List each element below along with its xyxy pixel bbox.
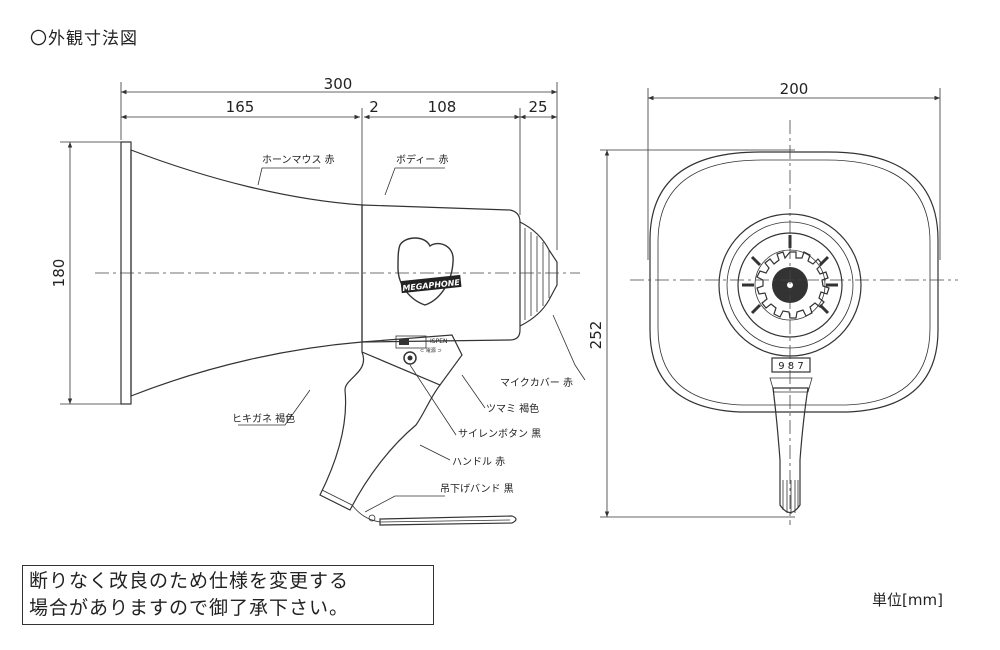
callout-horn-mouth: ホーンマウス 赤 (262, 154, 335, 166)
switch-label-top: ISPEN (430, 338, 447, 345)
callout-trigger: ヒキガネ 褐色 (232, 412, 295, 425)
mic-cover (519, 221, 558, 327)
page-title: 〇外観寸法図 (30, 29, 138, 49)
dim-horn-length: 165 (226, 98, 255, 116)
handle-grip (319, 351, 441, 511)
notice-line-2: 場合がありますので御了承下さい。 (29, 597, 350, 619)
dim-gap: 2 (369, 98, 379, 116)
dim-total-length: 300 (324, 75, 353, 93)
dim-mic-cover-length: 25 (528, 98, 547, 116)
notice-line-1: 断りなく改良のため仕様を変更する (29, 570, 350, 592)
front-display-text: 9 8 7 (778, 361, 803, 372)
leader-lines (238, 167, 586, 513)
brand-logo: MEGAPHONE (397, 237, 462, 306)
hanging-strap (351, 504, 511, 523)
dim-width: 200 (780, 80, 809, 98)
side-view: 300 165 2 108 25 180 MEGAPHONE (50, 75, 586, 526)
callout-knob: ツマミ 褐色 (486, 402, 539, 415)
callout-body: ボディー 赤 (396, 153, 448, 166)
callout-handle: ハンドル 赤 (452, 456, 505, 468)
mic-cover-ribs (524, 228, 550, 320)
siren-button-shape[interactable] (403, 351, 417, 365)
switch-label-bottom: ⊂ 電源 ⊃ (420, 347, 442, 354)
notice-box: 断りなく改良のため仕様を変更する 場合がありますので御了承下さい。 (22, 565, 434, 625)
callout-siren-button: サイレンボタン 黒 (458, 428, 541, 440)
front-view: 200 252 9 8 7 (587, 80, 958, 525)
callout-mic-cover: マイクカバー 赤 (500, 377, 573, 389)
mic-grille (742, 235, 838, 319)
dim-horn-diameter: 180 (50, 259, 68, 288)
callout-strap: 吊下げバンド 黒 (440, 483, 514, 495)
unit-label: 単位[mm] (872, 591, 943, 609)
dim-body-length: 108 (428, 98, 457, 116)
horn-front-outline (649, 151, 939, 413)
handle-front (772, 387, 809, 514)
dim-height: 252 (587, 321, 605, 350)
power-switch[interactable]: ISPEN ⊂ 電源 ⊃ (395, 335, 447, 354)
megaphone-body (361, 204, 521, 343)
front-display (771, 357, 811, 373)
trigger-housing (361, 334, 463, 386)
